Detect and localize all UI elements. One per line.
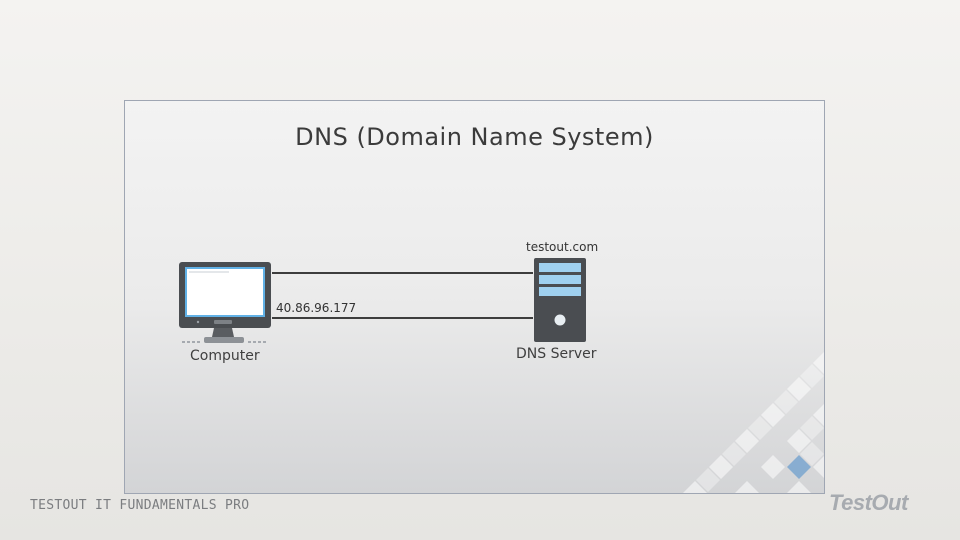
desktop-computer-icon (179, 262, 271, 343)
response-line (272, 317, 533, 319)
dns-server-label: DNS Server (516, 346, 597, 362)
course-name: TESTOUT IT FUNDAMENTALS PRO (30, 498, 250, 513)
slide-panel: DNS (Domain Name System) Computer 40.86.… (124, 100, 825, 494)
request-line (272, 272, 533, 274)
slide-title: DNS (Domain Name System) (295, 123, 654, 151)
domain-name-label: testout.com (526, 240, 599, 254)
computer-label: Computer (190, 348, 260, 364)
ip-address-label: 40.86.96.177 (276, 301, 357, 315)
server-tower-icon (534, 258, 586, 342)
testout-logo: TestOut (829, 490, 908, 515)
diamond-pattern (683, 352, 824, 493)
